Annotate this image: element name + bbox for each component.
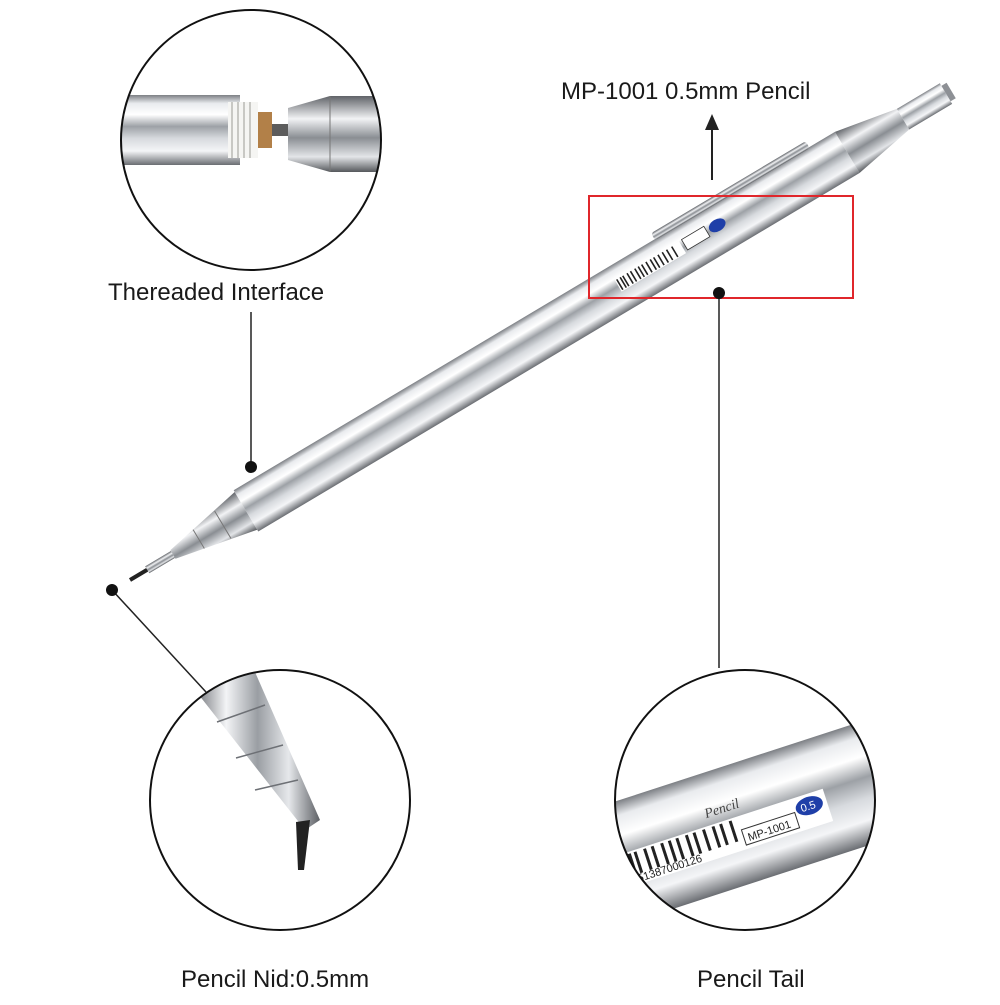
tail-callout-dot xyxy=(713,287,725,299)
thread-label: Thereaded Interface xyxy=(108,279,325,306)
pencil-cone xyxy=(170,491,258,559)
title-arrow-head xyxy=(705,114,719,130)
lead-size-badge: 0.5 xyxy=(799,799,817,815)
nib-detail-circle xyxy=(149,669,411,931)
thread-callout-dot xyxy=(245,461,257,473)
tail-label: Pencil Tail xyxy=(697,966,805,993)
pencil-tail-cone xyxy=(834,108,910,174)
nib-callout-dot xyxy=(106,584,118,596)
product-title: MP-1001 0.5mm Pencil xyxy=(561,78,811,105)
barrel-label xyxy=(614,218,726,292)
tail-detail-circle: 6951387000126 MP-1001 0.5 Pencil xyxy=(614,669,876,931)
nib-label: Pencil Nid:0.5mm xyxy=(181,966,370,993)
pencil-clip xyxy=(652,142,809,240)
lead xyxy=(128,567,150,582)
pencil-photo xyxy=(128,82,956,582)
pencil-tail-button xyxy=(896,83,953,130)
thread-detail-circle xyxy=(120,9,382,271)
nib-callout-line xyxy=(111,589,207,693)
lead-sleeve xyxy=(145,550,175,574)
